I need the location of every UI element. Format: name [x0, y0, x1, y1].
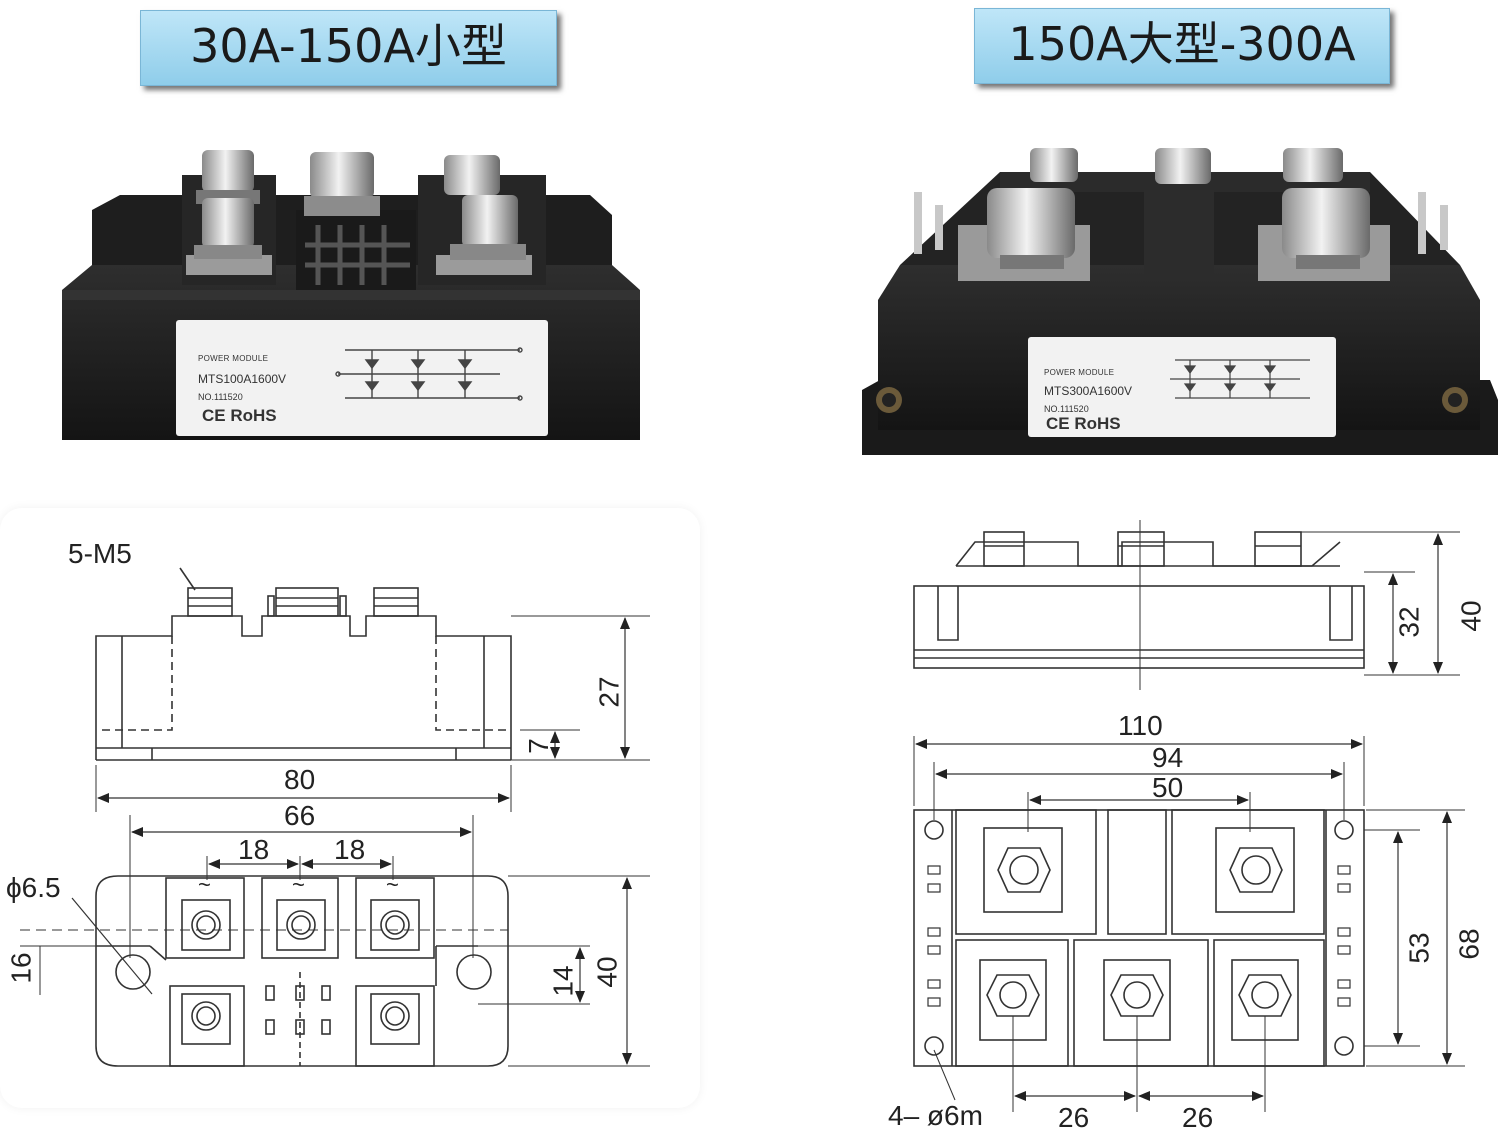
- small-label-cert: CE RoHS: [202, 406, 277, 425]
- large-top-view: [913, 736, 1465, 1112]
- tilde-mark-2: ~: [292, 872, 305, 897]
- dim-small-offset: 16: [5, 952, 37, 984]
- small-side-view: [95, 567, 650, 812]
- dim-small-length: 80: [284, 764, 316, 795]
- small-banner-text: 30A-150A小型: [190, 19, 507, 73]
- dim-large-width-53: 53: [1403, 932, 1435, 964]
- small-module-banner: 30A-150A小型: [140, 10, 557, 86]
- large-side-view: [913, 520, 1460, 690]
- tilde-mark-3: ~: [386, 872, 399, 897]
- large-label-brand: POWER MODULE: [1044, 368, 1115, 377]
- dim-small-width-14: 14: [547, 965, 579, 997]
- dim-large-hole-pitch: 94: [1152, 742, 1184, 773]
- dim-large-length: 110: [1118, 710, 1163, 741]
- large-label-serial: NO.111520: [1044, 404, 1089, 414]
- dim-large-height-32: 32: [1393, 606, 1425, 638]
- small-module-photo: [62, 150, 640, 440]
- dim-small-height: 27: [593, 676, 625, 708]
- large-label-cert: CE RoHS: [1046, 414, 1121, 433]
- small-label-part: MTS100A1600V: [198, 372, 287, 386]
- small-label-serial: NO.111520: [198, 392, 243, 402]
- large-module-photo: [862, 148, 1498, 455]
- small-module-label: POWER MODULE MTS100A1600V NO.111520 CE R…: [180, 326, 320, 432]
- small-photo-bolts: [194, 150, 526, 260]
- small-drawing-card: [0, 508, 700, 1108]
- large-photo-bolts: [987, 148, 1370, 269]
- large-label-part: MTS300A1600V: [1044, 384, 1133, 398]
- dim-large-term-pitch: 50: [1152, 772, 1184, 803]
- dim-small-term-pitch-2: 18: [334, 834, 366, 865]
- large-banner-text: 150A大型-300A: [1008, 17, 1356, 71]
- tilde-mark-1: ~: [198, 872, 211, 897]
- dim-large-width-68: 68: [1453, 928, 1485, 960]
- dim-small-term-pitch-1: 18: [238, 834, 270, 865]
- dim-large-holes: 4– ø6m: [888, 1100, 983, 1131]
- small-label-schematic: [335, 347, 523, 401]
- thread-callout: 5-M5: [68, 538, 132, 569]
- large-module-banner: 150A大型-300A: [974, 8, 1390, 84]
- dim-small-hole-dia: ϕ6.5: [6, 872, 61, 903]
- small-top-view: [20, 815, 650, 1067]
- large-module-label: POWER MODULE MTS300A1600V NO.111520 CE R…: [1034, 342, 1174, 436]
- dim-small-hole-pitch: 66: [284, 800, 316, 831]
- dim-small-base: 7: [522, 738, 554, 754]
- small-label-brand: POWER MODULE: [198, 354, 269, 363]
- dim-large-pitch-26a: 26: [1058, 1102, 1090, 1133]
- dim-large-pitch-26b: 26: [1182, 1102, 1214, 1133]
- dim-small-width-40: 40: [591, 956, 623, 988]
- large-label-schematic: [1170, 359, 1310, 399]
- dim-large-height-40: 40: [1455, 600, 1487, 632]
